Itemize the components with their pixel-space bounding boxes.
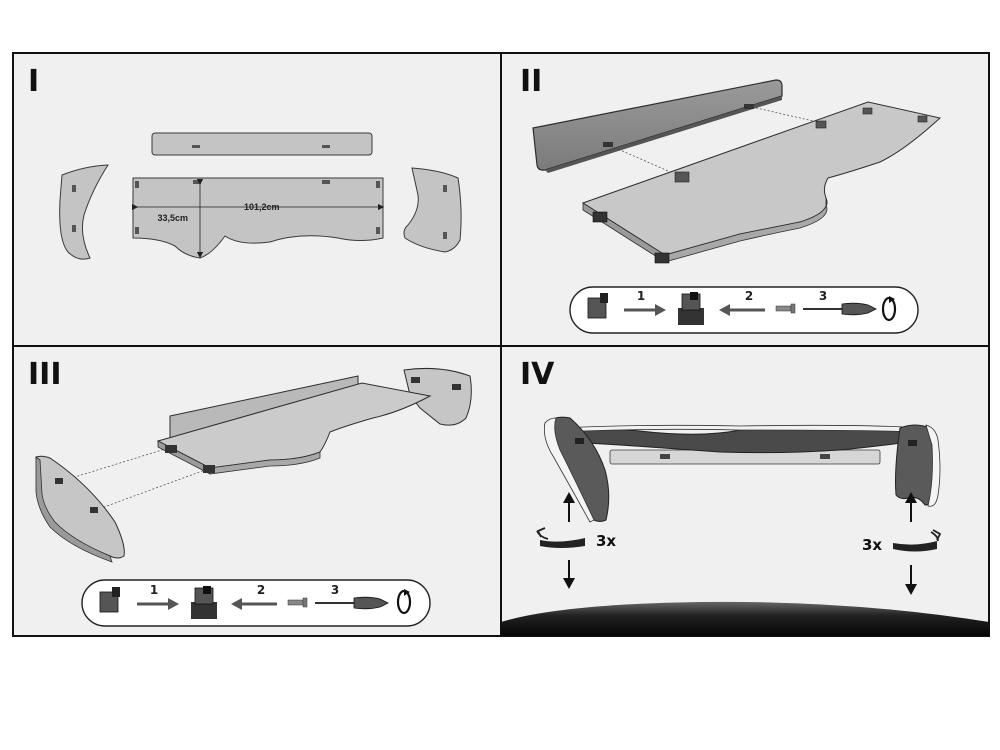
shelf-clip [654, 252, 670, 264]
screw-icon [287, 597, 308, 608]
side-clip [72, 185, 76, 192]
panel-iv-parts [501, 416, 989, 636]
step-label-ii: II [520, 64, 542, 99]
width-dimension-label: 101,2cm [244, 202, 280, 212]
shelf-clip [376, 227, 380, 234]
repeat-count-right: 3x [862, 536, 882, 554]
rotate-clockwise-icon [881, 296, 897, 322]
step-label-iv: IV [520, 357, 555, 392]
sequence-step-2: 2 [257, 583, 265, 597]
main-shelf-part [132, 177, 384, 259]
rotate-clockwise-icon [396, 589, 412, 615]
shelf-clip [815, 120, 827, 129]
shelf-clip [592, 211, 608, 223]
repeat-count-left: 3x [596, 532, 616, 550]
dashboard-surface [501, 601, 989, 636]
right-side-panel-part [403, 367, 472, 426]
rail-clip [603, 142, 613, 147]
rail-clip [322, 145, 330, 148]
shelf-clip [376, 181, 380, 188]
shelf-clip [917, 115, 928, 123]
screwdriver-icon [315, 596, 389, 610]
twist-arrow-icon [540, 538, 585, 548]
mounted-clip-icon [678, 292, 704, 325]
sequence-step-1: 1 [637, 289, 645, 303]
left-side-panel-part [59, 164, 109, 260]
twist-arrow-icon [893, 541, 937, 552]
mounted-clip-icon [191, 586, 217, 619]
side-clip [452, 384, 461, 390]
side-clip [443, 232, 447, 239]
mounting-instructions: 3x 3x [536, 492, 942, 595]
rail-clip [192, 145, 200, 148]
sequence-step-3: 3 [331, 583, 339, 597]
fastening-sequence-ii: 1 2 3 [569, 286, 919, 334]
panel-iii-parts [35, 367, 472, 563]
shelf-clip [862, 107, 873, 115]
side-clip [72, 225, 76, 232]
shelf-clip [135, 227, 139, 234]
step-label-iii: III [28, 357, 62, 392]
sequence-step-2: 2 [745, 289, 753, 303]
panel-ii-parts [532, 79, 942, 264]
panel-i-parts: 101,2cm 33,5cm [59, 132, 462, 260]
shelf-clip [674, 171, 690, 183]
back-rail-part [151, 132, 373, 156]
rail-clip [744, 104, 754, 109]
side-clip [55, 478, 63, 484]
shelf-clip [322, 180, 330, 184]
fastening-sequence-iii: 1 2 3 [81, 579, 431, 627]
side-clip [90, 507, 98, 513]
clip-icon [99, 587, 120, 613]
clip-icon [587, 293, 608, 319]
shelf-clip [135, 181, 139, 188]
step-label-i: I [28, 64, 39, 99]
screw-icon [775, 303, 796, 314]
depth-dimension-label: 33,5cm [157, 213, 188, 223]
sequence-step-3: 3 [819, 289, 827, 303]
side-clip [443, 185, 447, 192]
sequence-step-1: 1 [150, 583, 158, 597]
screwdriver-icon [803, 302, 877, 316]
side-clip [411, 377, 420, 383]
